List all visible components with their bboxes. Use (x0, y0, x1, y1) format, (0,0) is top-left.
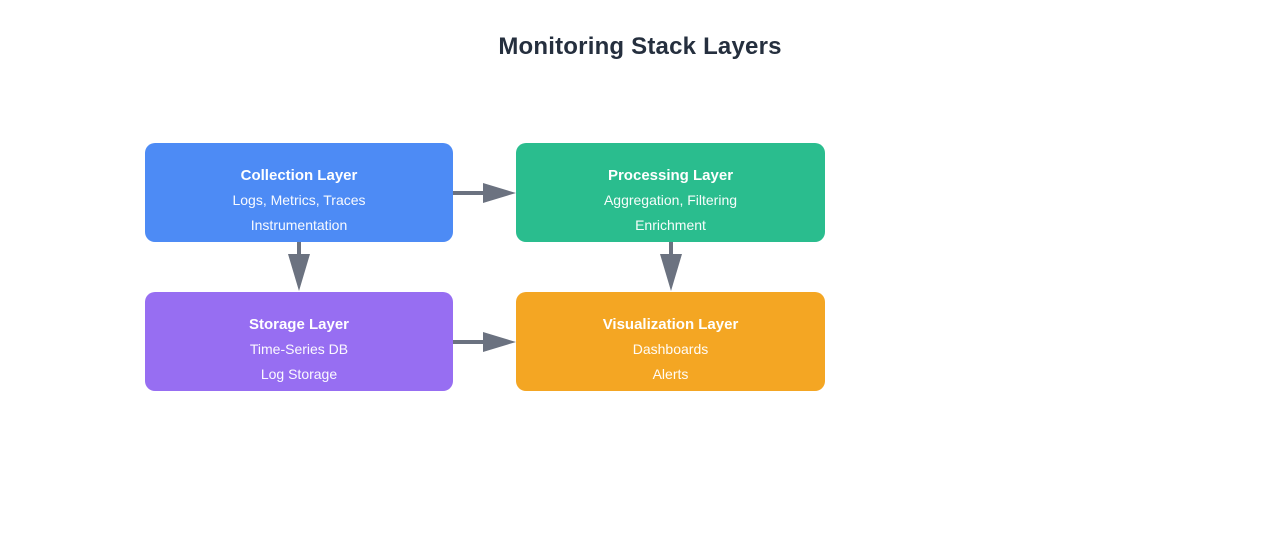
arrow-right-icon (453, 183, 516, 203)
arrow-down-icon (660, 242, 682, 291)
node-title: Storage Layer (248, 316, 350, 333)
arrow-down-icon (288, 242, 310, 291)
node-subtitle: Alerts (652, 366, 689, 382)
node-storage-layer: Storage Layer Time-Series DB Log Storage (145, 292, 453, 391)
node-title: Processing Layer (607, 167, 734, 184)
node-visualization-layer: Visualization Layer Dashboards Alerts (516, 292, 825, 391)
arrow-right-icon (453, 332, 516, 352)
node-collection-layer: Collection Layer Logs, Metrics, Traces I… (145, 143, 453, 242)
node-subtitle: Aggregation, Filtering (603, 192, 738, 208)
node-subtitle: Logs, Metrics, Traces (232, 192, 366, 208)
node-title: Visualization Layer (602, 316, 739, 333)
node-processing-layer: Processing Layer Aggregation, Filtering … (516, 143, 825, 242)
node-subtitle: Log Storage (260, 366, 338, 382)
node-subtitle: Time-Series DB (249, 341, 349, 357)
diagram-title: Monitoring Stack Layers (498, 33, 782, 60)
node-title: Collection Layer (240, 167, 358, 184)
node-subtitle: Dashboards (632, 341, 709, 357)
node-subtitle: Enrichment (635, 217, 706, 233)
node-subtitle: Instrumentation (250, 217, 348, 233)
